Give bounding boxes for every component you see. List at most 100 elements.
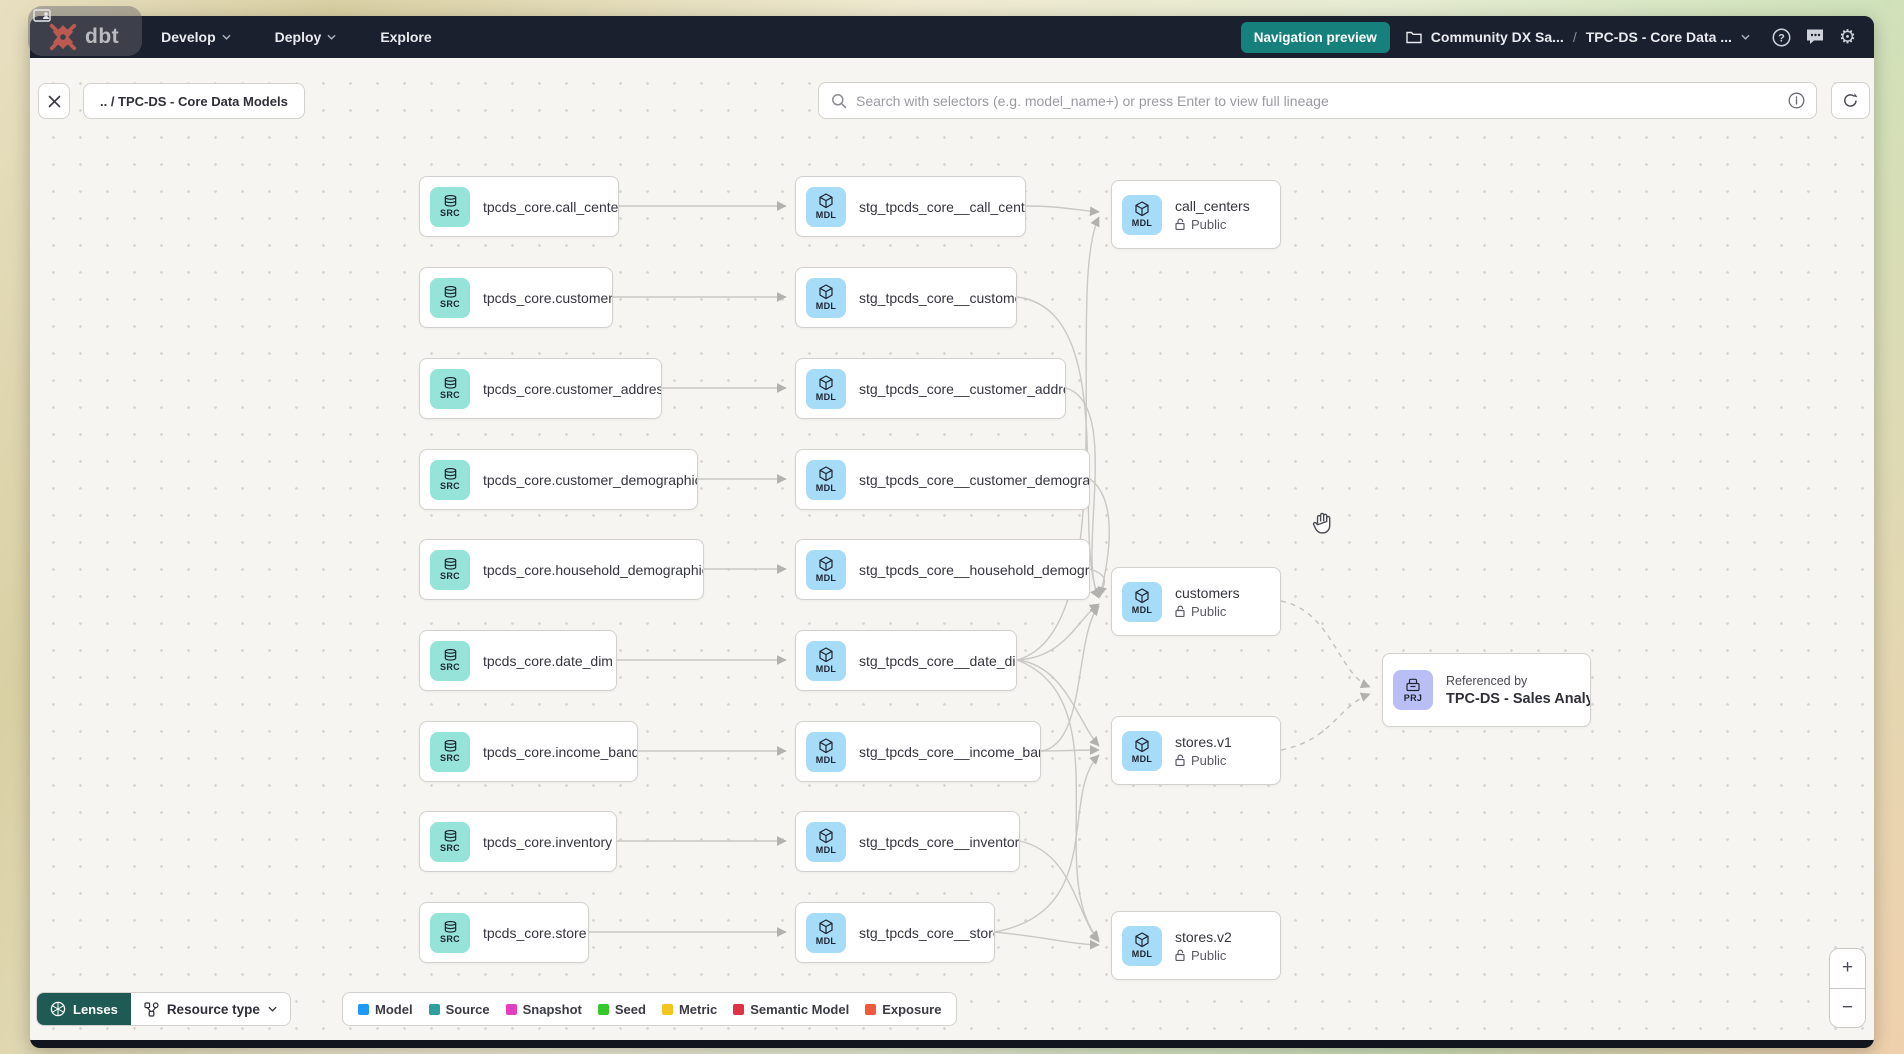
source-node[interactable]: SRC tpcds_core.inventory <box>419 811 617 872</box>
legend-item: Source <box>428 1002 490 1017</box>
legend-swatch <box>505 1003 517 1015</box>
refresh-icon <box>1844 93 1858 107</box>
model-icon: MDL <box>806 277 846 318</box>
nav-item-deploy[interactable]: Deploy <box>275 29 337 45</box>
lineage-canvas[interactable]: .. / TPC-DS - Core Data Models <box>30 58 1874 1040</box>
source-node[interactable]: SRC tpcds_core.income_band <box>419 721 638 782</box>
svg-text:?: ? <box>1778 32 1785 44</box>
legend-swatch <box>428 1003 440 1015</box>
folder-icon <box>1406 31 1422 44</box>
legend-item: Exposure <box>865 1002 941 1017</box>
model-node[interactable]: MDL stg_tpcds_core__customer_demogra... <box>795 449 1090 510</box>
source-node[interactable]: SRC tpcds_core.date_dim <box>419 630 617 691</box>
breadcrumb-separator: / <box>1572 29 1577 45</box>
model-icon: MDL <box>806 368 846 409</box>
nav-item-explore[interactable]: Explore <box>380 29 432 45</box>
model-icon: MDL <box>806 549 846 590</box>
source-node[interactable]: SRC tpcds_core.customer <box>419 267 613 328</box>
model-icon: MDL <box>1122 925 1162 966</box>
settings-gear-icon[interactable]: ⚙ <box>1838 25 1856 48</box>
info-icon[interactable] <box>1788 92 1805 109</box>
source-icon: SRC <box>430 277 470 318</box>
dbt-logo-text: dbt <box>85 25 120 48</box>
model-icon: MDL <box>1122 730 1162 771</box>
model-icon: MDL <box>1122 194 1162 235</box>
source-icon: SRC <box>430 821 470 862</box>
legend-item: Snapshot <box>505 1002 582 1017</box>
model-node[interactable]: MDL stores.v2 Public <box>1111 911 1281 980</box>
nav-item-develop[interactable]: Develop <box>161 29 231 45</box>
search-icon <box>832 93 847 108</box>
navigation-preview-button[interactable]: Navigation preview <box>1240 21 1390 53</box>
help-icon[interactable]: ? <box>1772 28 1791 47</box>
model-node[interactable]: MDL customers Public <box>1111 567 1281 636</box>
dbt-logo[interactable]: dbt <box>48 22 119 52</box>
app-window: dbt Develop Deploy Explore Navigation pr… <box>30 16 1874 1048</box>
legend-swatch <box>733 1003 745 1015</box>
zoom-out-button[interactable]: − <box>1830 988 1865 1027</box>
chevron-down-icon[interactable] <box>1741 34 1750 40</box>
public-lock-icon <box>1175 605 1185 617</box>
source-icon: SRC <box>430 186 470 227</box>
public-lock-icon <box>1175 949 1185 961</box>
model-node[interactable]: MDL stg_tpcds_core__store <box>795 902 995 963</box>
source-icon: SRC <box>430 640 470 681</box>
model-icon: MDL <box>806 731 846 772</box>
chevron-down-icon <box>268 1006 277 1012</box>
source-icon: SRC <box>430 368 470 409</box>
public-lock-icon <box>1175 218 1185 230</box>
resource-type-dropdown[interactable]: Resource type <box>130 993 290 1025</box>
source-icon: SRC <box>430 459 470 500</box>
source-icon: SRC <box>430 731 470 772</box>
model-node[interactable]: MDL stg_tpcds_core__household_demogr... <box>795 539 1090 600</box>
top-nav: dbt Develop Deploy Explore Navigation pr… <box>30 16 1874 58</box>
lenses-aperture-icon <box>50 1001 66 1017</box>
close-lineage-button[interactable] <box>38 83 70 119</box>
screen-share-icon <box>33 9 51 22</box>
source-node[interactable]: SRC tpcds_core.customer_demographics <box>419 449 698 510</box>
legend-item: Metric <box>661 1002 717 1017</box>
legend-swatch <box>597 1003 609 1015</box>
zoom-in-button[interactable]: + <box>1830 949 1865 989</box>
feedback-icon[interactable] <box>1805 28 1825 46</box>
model-node[interactable]: MDL stg_tpcds_core__call_center <box>795 176 1026 237</box>
model-icon: MDL <box>806 186 846 227</box>
source-icon: SRC <box>430 912 470 953</box>
close-icon <box>48 95 60 107</box>
zoom-controls: + − <box>1829 948 1866 1028</box>
source-node[interactable]: SRC tpcds_core.store <box>419 902 589 963</box>
legend-item: Semantic Model <box>733 1002 849 1017</box>
public-lock-icon <box>1175 754 1185 766</box>
project-node[interactable]: PRJ Referenced by TPC-DS - Sales Analyti… <box>1382 653 1591 727</box>
refresh-lineage-button[interactable] <box>1831 82 1870 119</box>
source-node[interactable]: SRC tpcds_core.call_center <box>419 176 619 237</box>
model-node[interactable]: MDL stg_tpcds_core__income_band <box>795 721 1041 782</box>
legend-swatch <box>865 1003 877 1015</box>
lens-controls: Lenses Resource type <box>36 992 291 1026</box>
source-node[interactable]: SRC tpcds_core.customer_address <box>419 358 662 419</box>
resource-legend: Model Source Snapshot Seed Metric Semant… <box>342 992 958 1026</box>
model-icon: MDL <box>806 912 846 953</box>
model-node[interactable]: MDL stg_tpcds_core__customer_address <box>795 358 1066 419</box>
lineage-search-bar <box>818 82 1817 119</box>
model-icon: MDL <box>806 640 846 681</box>
model-node[interactable]: MDL stg_tpcds_core__customer <box>795 267 1017 328</box>
model-node[interactable]: MDL call_centers Public <box>1111 180 1281 249</box>
grab-cursor <box>1312 512 1331 534</box>
legend-swatch <box>358 1003 369 1015</box>
legend-item: Seed <box>597 1002 646 1017</box>
lineage-breadcrumb[interactable]: .. / TPC-DS - Core Data Models <box>83 83 305 119</box>
resource-type-icon <box>144 1001 159 1017</box>
chevron-down-icon <box>222 34 231 40</box>
breadcrumb-page[interactable]: TPC-DS - Core Data ... <box>1585 29 1732 45</box>
project-icon: PRJ <box>1393 670 1433 710</box>
model-node[interactable]: MDL stores.v1 Public <box>1111 716 1281 785</box>
lenses-button[interactable]: Lenses <box>37 993 131 1025</box>
breadcrumb-project[interactable]: Community DX Sa... <box>1430 29 1564 45</box>
model-icon: MDL <box>806 459 846 500</box>
source-node[interactable]: SRC tpcds_core.household_demographics <box>419 539 704 600</box>
model-icon: MDL <box>806 821 846 862</box>
search-input[interactable] <box>856 92 1778 109</box>
model-node[interactable]: MDL stg_tpcds_core__date_dim <box>795 630 1017 691</box>
model-node[interactable]: MDL stg_tpcds_core__inventory <box>795 811 1020 872</box>
